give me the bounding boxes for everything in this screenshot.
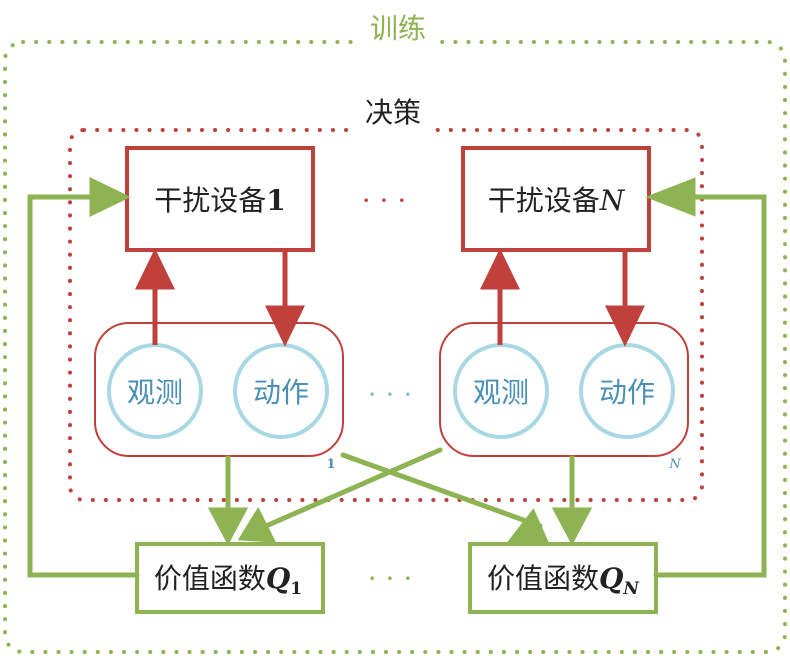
value-function-symbol: Q xyxy=(266,562,290,595)
action-label: 动作 xyxy=(599,376,655,409)
agent-n: 观测 动作 N xyxy=(439,322,689,472)
svg-text:价值函数QN: 价值函数QN xyxy=(487,562,640,599)
decision-label: 决策 xyxy=(365,96,421,129)
svg-text:价值函数Q1: 价值函数Q1 xyxy=(154,562,302,599)
svg-text:干扰设备N: 干扰设备N xyxy=(488,184,626,217)
agents-ellipsis: · · · xyxy=(368,378,413,411)
value-function-subscript: N xyxy=(622,579,640,599)
devices-ellipsis: · · · xyxy=(362,184,407,217)
action-node xyxy=(579,343,675,439)
svg-text:干扰设备1: 干扰设备1 xyxy=(154,184,286,217)
jammer-device-label: 干扰设备 xyxy=(154,184,266,217)
training-label: 训练 xyxy=(370,12,426,45)
value-function-n: 价值函数QN xyxy=(468,542,658,614)
value-function-1: 价值函数Q1 xyxy=(135,542,325,614)
value-function-symbol: Q xyxy=(599,562,623,595)
jammer-device-n: 干扰设备N xyxy=(461,146,651,252)
jammer-device-index: 1 xyxy=(266,184,285,217)
jammer-device-label: 干扰设备 xyxy=(488,184,600,217)
observe-label: 观测 xyxy=(127,376,183,409)
jammer-device-1: 干扰设备1 xyxy=(125,146,315,252)
value-function-label: 价值函数 xyxy=(154,562,266,595)
agent-1: 观测 动作 1 xyxy=(94,322,344,472)
jammer-device-index: N xyxy=(599,184,626,217)
value-function-label: 价值函数 xyxy=(487,562,599,595)
observe-label: 观测 xyxy=(473,376,529,409)
agent-index: N xyxy=(668,457,681,472)
agent-index: 1 xyxy=(326,457,335,472)
action-label: 动作 xyxy=(253,376,309,409)
decision-arrows xyxy=(135,248,645,347)
value-function-subscript: 1 xyxy=(290,579,302,599)
action-node xyxy=(233,343,329,439)
training-arrows xyxy=(27,177,767,578)
value-functions-ellipsis: · · · xyxy=(368,562,413,595)
